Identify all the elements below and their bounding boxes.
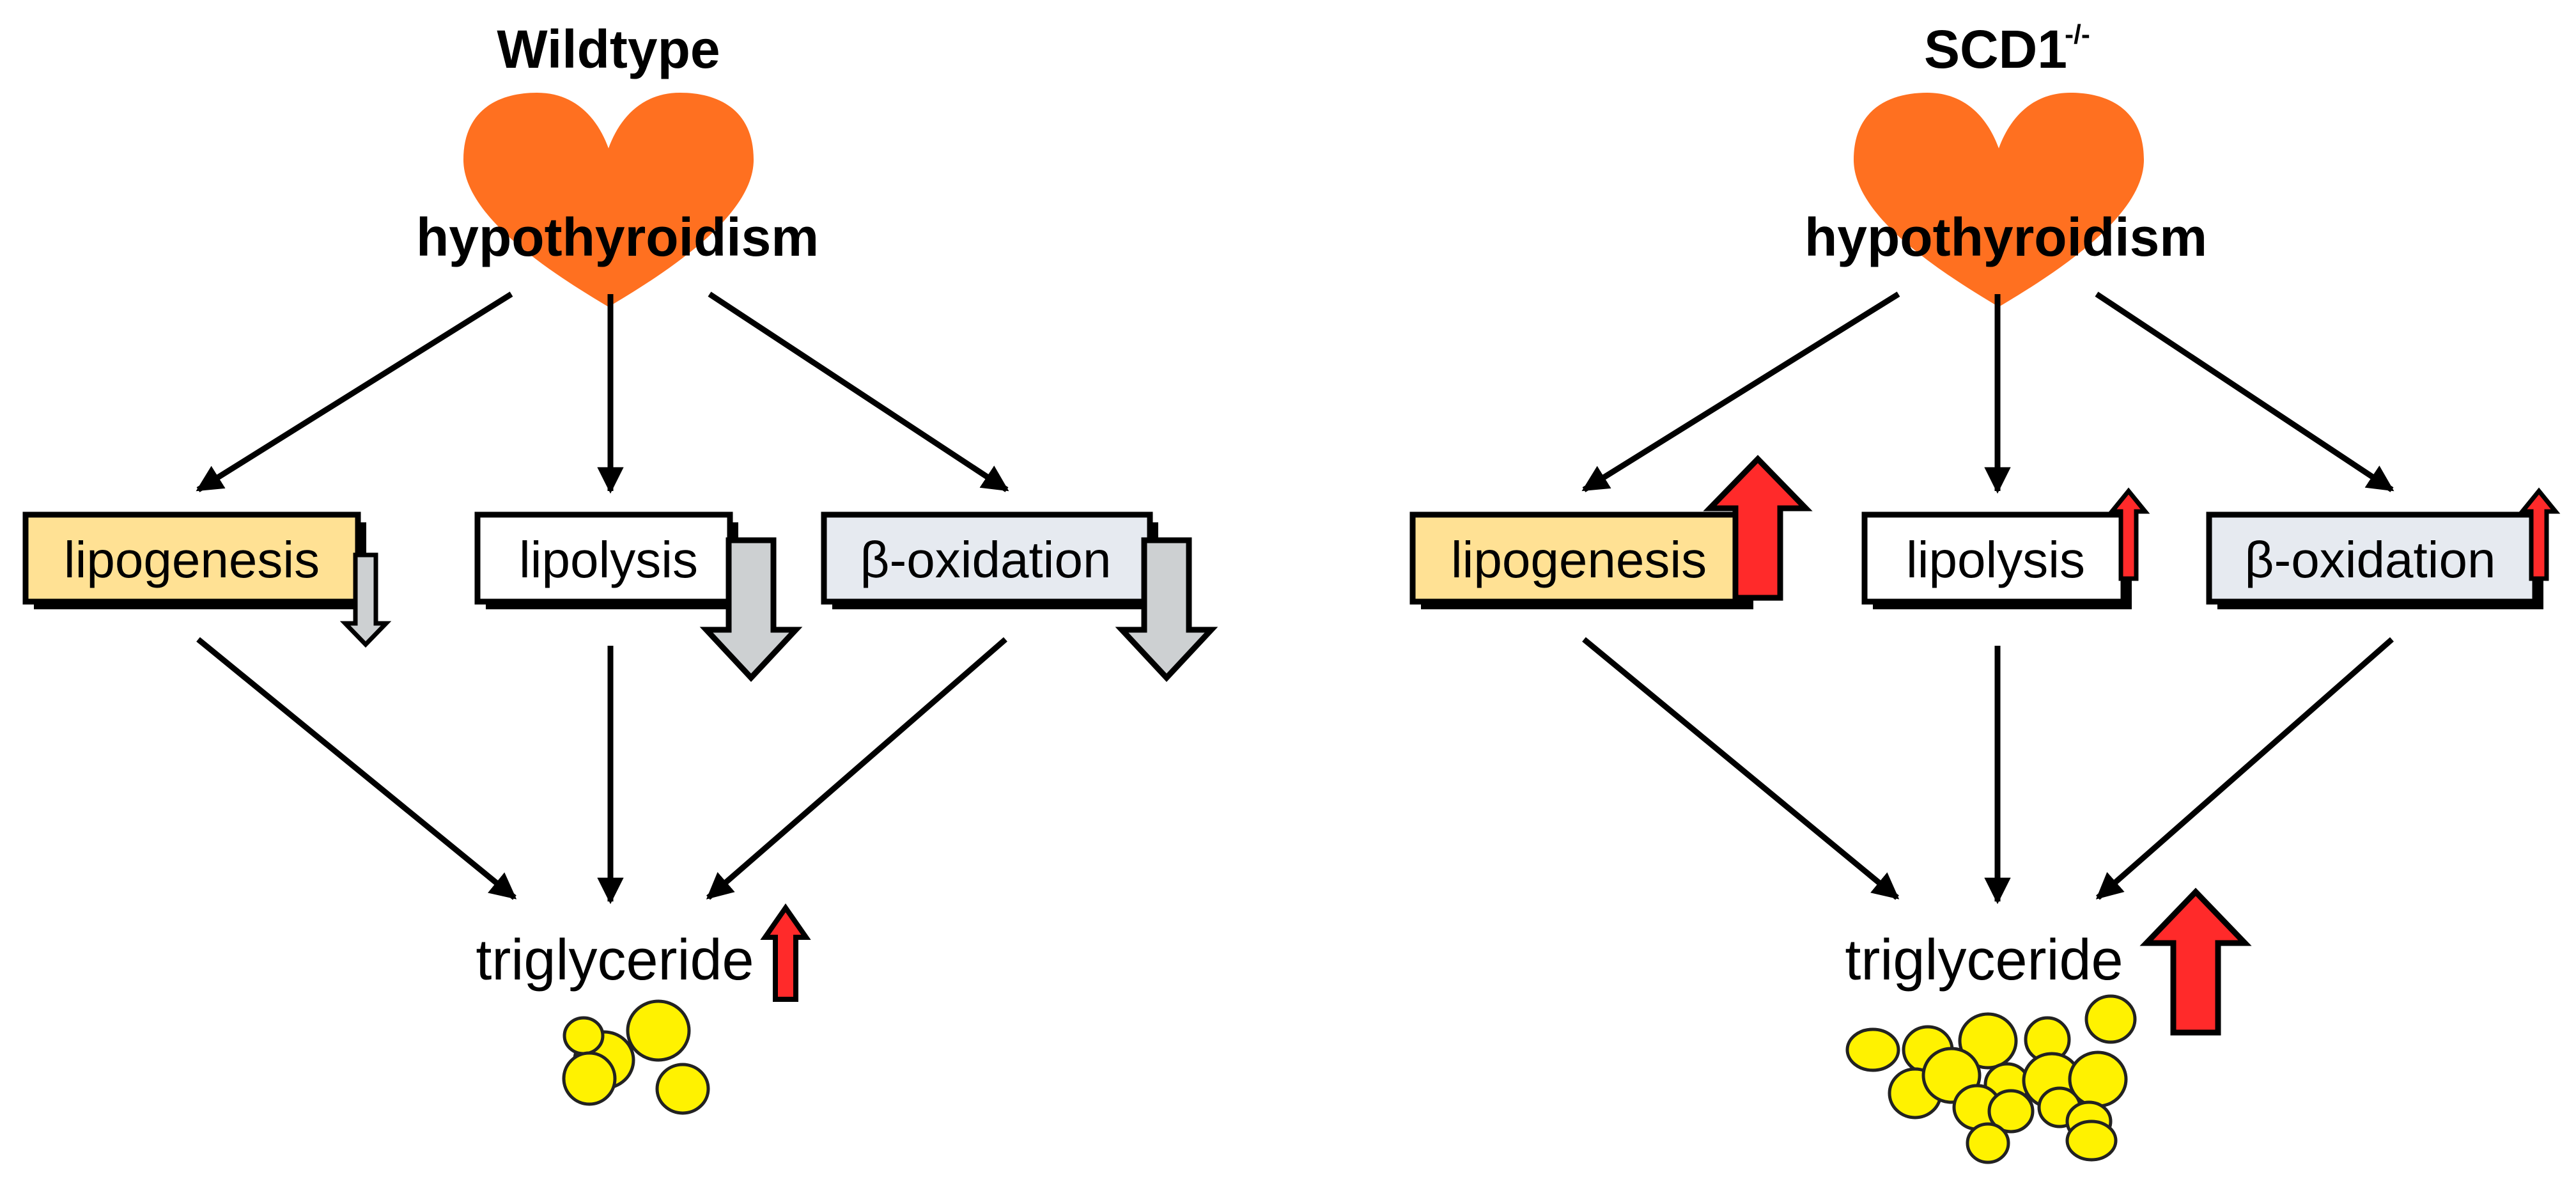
large-down-arrow bbox=[1115, 537, 1218, 682]
panel-scd1-knockout: SCD1 -/- hypothyroidism lipogenesis lipo… bbox=[1409, 19, 2561, 1164]
fat-droplet bbox=[1958, 1012, 2018, 1070]
outcome-label: triglyceride bbox=[476, 928, 754, 992]
heart-icon bbox=[1854, 93, 2144, 307]
arrow-from-lipogenesis bbox=[1582, 637, 1900, 900]
arrow-to-beta-oxidation bbox=[2095, 292, 2394, 492]
fat-droplet bbox=[2084, 994, 2137, 1044]
arrow-from-beta-oxidation bbox=[706, 637, 1007, 900]
panel-title-superscript: -/- bbox=[2065, 19, 2090, 49]
panel-title: SCD1 bbox=[1924, 19, 2067, 79]
small-up-arrow bbox=[2107, 487, 2150, 581]
large-up-arrow bbox=[1703, 455, 1813, 601]
fat-droplet bbox=[562, 1051, 617, 1106]
arrow-from-beta-oxidation bbox=[2095, 637, 2394, 900]
fat-droplet bbox=[1845, 1027, 1900, 1072]
fat-droplet bbox=[655, 1063, 710, 1115]
fat-droplet bbox=[1966, 1122, 2010, 1164]
panel-wildtype: Wildtype hypothyroidism lipogenesis lipo… bbox=[22, 19, 1218, 1115]
process-label: lipogenesis bbox=[64, 531, 320, 588]
small-up-arrow bbox=[2517, 487, 2561, 581]
process-label: lipolysis bbox=[519, 531, 698, 588]
process-beta-oxidation: β-oxidation bbox=[821, 511, 1218, 682]
process-label: β-oxidation bbox=[2245, 531, 2496, 588]
fat-droplet bbox=[2065, 1120, 2118, 1162]
large-down-arrow bbox=[699, 537, 803, 682]
outcome-label: triglyceride bbox=[1845, 928, 2123, 992]
fat-droplets bbox=[1845, 994, 2137, 1164]
process-lipolysis: lipolysis bbox=[1861, 487, 2150, 609]
arrow-from-lipogenesis bbox=[196, 637, 517, 900]
condition-label: hypothyroidism bbox=[416, 207, 819, 267]
process-label: lipogenesis bbox=[1451, 531, 1707, 588]
process-label: β-oxidation bbox=[860, 531, 1112, 588]
small-up-arrow bbox=[760, 903, 811, 1002]
arrow-to-lipogenesis bbox=[196, 292, 513, 492]
process-beta-oxidation: β-oxidation bbox=[2206, 487, 2561, 609]
fat-droplets bbox=[562, 999, 710, 1115]
process-label: lipolysis bbox=[1906, 531, 2085, 588]
fat-droplet bbox=[1987, 1089, 2035, 1134]
arrow-to-beta-oxidation bbox=[708, 292, 1009, 492]
process-lipogenesis: lipogenesis bbox=[1409, 455, 1813, 609]
condition-label: hypothyroidism bbox=[1804, 207, 2207, 267]
fat-droplet bbox=[626, 999, 691, 1062]
small-down-arrow bbox=[339, 552, 392, 648]
process-lipogenesis: lipogenesis bbox=[22, 511, 392, 648]
process-lipolysis: lipolysis bbox=[474, 511, 803, 682]
large-up-arrow bbox=[2139, 887, 2252, 1036]
heart-icon bbox=[463, 93, 754, 307]
arrow-to-lipogenesis bbox=[1581, 292, 1900, 492]
panel-title: Wildtype bbox=[497, 19, 720, 79]
fat-droplet bbox=[563, 1016, 605, 1056]
